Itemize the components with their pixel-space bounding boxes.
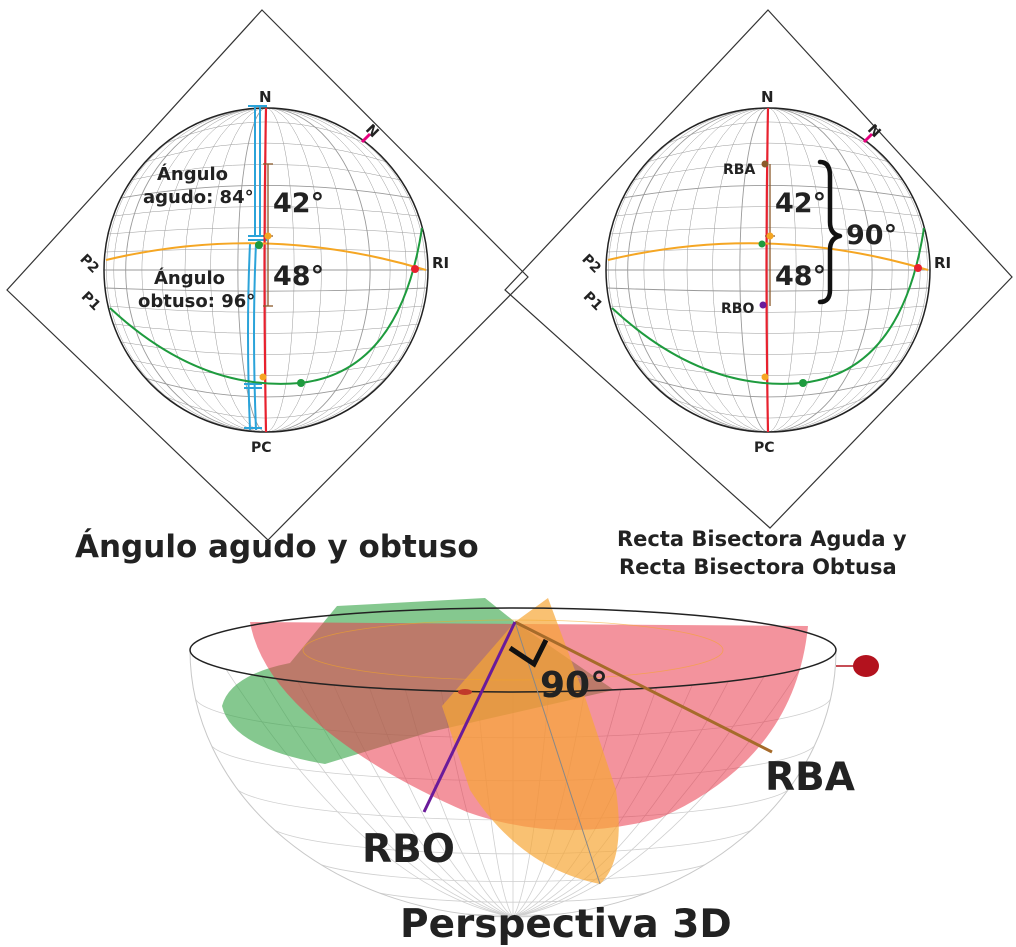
green-pole-point-lower — [799, 379, 807, 387]
orange-plane-trace — [105, 242, 427, 271]
rba-label: RBA — [723, 162, 755, 178]
net-line — [606, 248, 930, 253]
net-line — [113, 206, 419, 217]
sum-angle-value: 90° — [846, 220, 897, 251]
orange-pole-point-lower — [259, 373, 267, 381]
perspective-3d-panel: 90° RBA RBO Perspectiva 3D — [189, 598, 879, 947]
orange-pole-point-lower — [761, 373, 769, 381]
orange-plane — [442, 598, 619, 884]
right-angle-mark — [508, 638, 549, 668]
bottom-label: PC — [754, 440, 775, 456]
acute-angle-label-2: agudo: 84° — [143, 187, 254, 208]
net-line — [108, 227, 424, 235]
rba-line — [514, 620, 773, 754]
intersection-point — [411, 265, 419, 273]
lower-angle-value: 48° — [273, 261, 324, 292]
obtuse-angle-label-1: Ángulo — [154, 267, 225, 289]
rbo-point — [759, 301, 767, 309]
angle-span-markers — [244, 105, 267, 431]
upper-angle-value: 42° — [775, 188, 826, 219]
left-stereonet-panel: N N PC P2 P1 RI Ángulo agudo: 84° Ángulo… — [6, 9, 529, 565]
center-point — [458, 689, 472, 695]
orange-plane-trace — [607, 242, 929, 271]
red-plane-trace — [263, 107, 268, 433]
obtuse-angle-label-2: obtuso: 96° — [138, 291, 255, 312]
rotated-frame — [504, 9, 1013, 529]
green-pole-point-lower — [297, 379, 305, 387]
horizon-ellipse — [189, 607, 837, 693]
net-line — [610, 305, 926, 313]
acute-angle-label-1: Ángulo — [157, 163, 228, 185]
orange-pole-point — [766, 232, 774, 240]
net-line — [113, 323, 419, 334]
net-line — [606, 287, 930, 292]
rbo-line — [422, 621, 517, 813]
net-line — [108, 305, 424, 313]
right-caption-line1: Recta Bisectora Aguda y — [617, 527, 907, 551]
net-line — [104, 248, 428, 253]
perspective-caption: Perspectiva 3D — [400, 902, 732, 947]
rba-point — [761, 160, 769, 168]
green-pole-point — [255, 241, 263, 249]
intersection-point — [914, 264, 922, 272]
plane1-label: P1 — [580, 289, 605, 314]
intersection-label: RI — [934, 254, 951, 272]
red-plane-trace — [765, 107, 770, 433]
lower-angle-value: 48° — [775, 261, 826, 292]
net-line — [615, 323, 921, 334]
net-line — [104, 287, 428, 292]
plane2-label: P2 — [578, 251, 603, 276]
compass-north-icon — [862, 132, 874, 144]
intersection-pole-point — [853, 655, 879, 677]
right-stereonet-panel: N N PC P2 P1 RI RBA RBO 42° 48° 90° Rect… — [504, 9, 1013, 579]
plane2-label: P2 — [76, 251, 101, 276]
bottom-label: PC — [251, 440, 272, 456]
right-caption-line2: Recta Bisectora Obtusa — [619, 555, 897, 579]
hemisphere-outline — [189, 649, 837, 918]
plane1-label: P1 — [78, 289, 103, 314]
north-label: N — [761, 88, 774, 106]
rba-label-3d: RBA — [765, 755, 855, 800]
net-line — [610, 227, 926, 235]
left-caption: Ángulo agudo y obtuso — [75, 529, 479, 565]
north-label: N — [259, 88, 272, 106]
upper-angle-value: 42° — [273, 188, 324, 219]
rbo-label-3d: RBO — [362, 827, 455, 872]
right-angle-value: 90° — [540, 665, 608, 706]
rotated-frame — [6, 9, 529, 541]
orange-pole-point — [264, 232, 272, 240]
sum-brace — [817, 159, 843, 305]
compass-north-icon — [360, 132, 372, 144]
net-line — [615, 206, 921, 217]
intersection-line — [514, 621, 601, 885]
inner-ellipse — [302, 619, 724, 681]
green-pole-point — [758, 240, 766, 248]
rbo-label: RBO — [721, 301, 754, 317]
intersection-label: RI — [432, 254, 449, 272]
